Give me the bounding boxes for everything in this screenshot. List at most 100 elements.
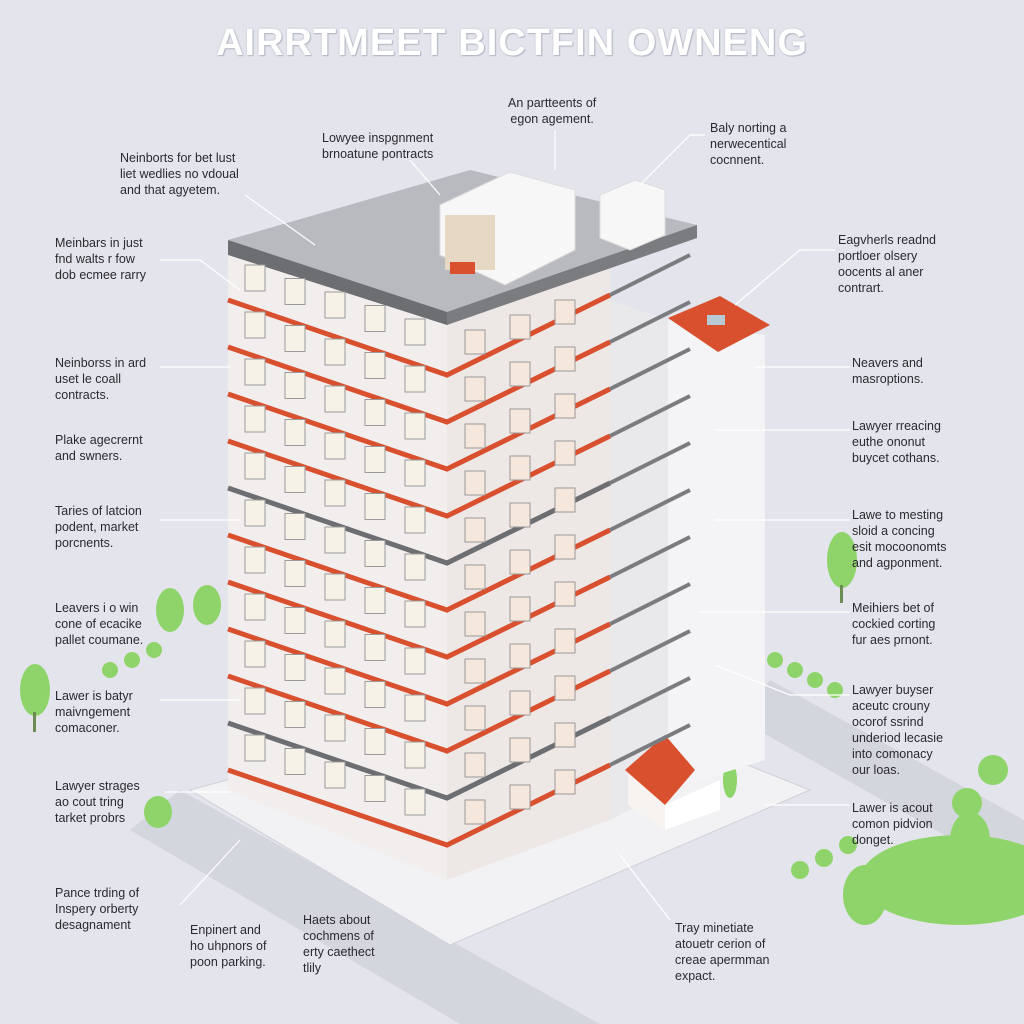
- window: [464, 423, 486, 449]
- window: [404, 365, 426, 393]
- callout-label: Enpinert and ho uhpnors of poon parking.: [190, 923, 267, 969]
- window: [554, 581, 576, 607]
- window: [364, 540, 386, 567]
- window: [244, 405, 266, 433]
- trees: [20, 532, 1024, 925]
- callout-label: Lawyer strages ao cout tring tarket prob…: [55, 779, 140, 825]
- window: [324, 573, 346, 601]
- callout-label: Meinbars in just fnd walts r fow dob ecm…: [55, 236, 147, 282]
- window: [464, 470, 486, 496]
- window: [404, 459, 426, 487]
- window: [324, 620, 346, 648]
- window: [554, 628, 576, 654]
- window: [464, 705, 486, 731]
- window: [364, 587, 386, 614]
- callout-label: Taries of latcion podent, market porcnen…: [55, 504, 142, 550]
- window: [404, 318, 426, 346]
- callout-label: Neinborss in ard uset le coall contracts…: [55, 356, 147, 402]
- window: [244, 734, 266, 762]
- window: [509, 408, 531, 434]
- window: [364, 305, 386, 332]
- window: [464, 376, 486, 402]
- callout-label: Tray minetiate atouetr cerion of creae a…: [675, 921, 770, 983]
- window: [324, 714, 346, 742]
- window: [464, 799, 486, 825]
- window: [244, 358, 266, 386]
- callout-label: Pance trding of Inspery orberty desagnam…: [55, 886, 140, 932]
- callout-label: An partteents of egon agement.: [508, 96, 597, 126]
- window: [324, 291, 346, 319]
- window: [324, 385, 346, 413]
- window: [554, 769, 576, 795]
- house-roof: [625, 735, 695, 805]
- window: [324, 479, 346, 507]
- window: [509, 690, 531, 716]
- window: [554, 440, 576, 466]
- window: [554, 487, 576, 513]
- callout-label: Lawyer buyser aceutc crouny ocorof ssrin…: [852, 683, 944, 777]
- window: [509, 502, 531, 528]
- window: [509, 361, 531, 387]
- callout-label: Lawer is batyr maivngement comaconer.: [55, 689, 133, 735]
- window: [404, 506, 426, 534]
- window: [244, 311, 266, 339]
- window: [284, 278, 306, 305]
- window: [554, 675, 576, 701]
- callout-label: Lawe to mesting sloid a concing esit moc…: [852, 508, 947, 570]
- callout-label: Baly norting a nerwecentical cocnnent.: [710, 121, 787, 167]
- window: [244, 452, 266, 480]
- window: [244, 640, 266, 668]
- window: [364, 399, 386, 426]
- window: [284, 513, 306, 540]
- window: [509, 314, 531, 340]
- window: [464, 611, 486, 637]
- window: [404, 553, 426, 581]
- window: [554, 534, 576, 560]
- window: [324, 667, 346, 695]
- window: [404, 788, 426, 816]
- window: [324, 432, 346, 460]
- infographic-title: AIRRTMEET BICTFIN OWNENG: [216, 22, 808, 64]
- callout-label: Eagvherls readnd portloer olsery oocents…: [838, 233, 936, 295]
- callout-label: Neavers and masroptions.: [852, 356, 924, 386]
- window: [284, 654, 306, 681]
- callout-label: Plake agecrernt and swners.: [55, 433, 143, 463]
- street: [130, 790, 600, 1024]
- window: [404, 412, 426, 440]
- window: [364, 728, 386, 755]
- window: [324, 338, 346, 366]
- window: [364, 446, 386, 473]
- callout-label: Lawer is acout comon pidvion donget.: [852, 801, 933, 847]
- window: [509, 455, 531, 481]
- window: [464, 658, 486, 684]
- window: [554, 299, 576, 325]
- callout-label: Meihiers bet of cockied corting fur aes …: [852, 601, 936, 647]
- window: [404, 600, 426, 628]
- window: [284, 748, 306, 775]
- window: [364, 634, 386, 661]
- callout-label: Neinborts for bet lust liet wedlies no v…: [120, 151, 239, 197]
- leader-lines: [160, 130, 850, 921]
- window: [324, 761, 346, 789]
- window: [284, 701, 306, 728]
- window: [284, 560, 306, 587]
- window: [509, 643, 531, 669]
- window: [404, 647, 426, 675]
- windows: [244, 264, 576, 825]
- window: [284, 325, 306, 352]
- window: [284, 607, 306, 634]
- window: [464, 564, 486, 590]
- window: [509, 737, 531, 763]
- window: [244, 546, 266, 574]
- window: [404, 694, 426, 722]
- window: [284, 466, 306, 493]
- window: [464, 329, 486, 355]
- callout-label: Lawyer rreacing euthe ononut buycet coth…: [852, 419, 941, 465]
- window: [554, 393, 576, 419]
- window: [364, 493, 386, 520]
- window: [364, 775, 386, 802]
- window: [464, 752, 486, 778]
- window: [464, 517, 486, 543]
- tower-right-face: [668, 320, 765, 790]
